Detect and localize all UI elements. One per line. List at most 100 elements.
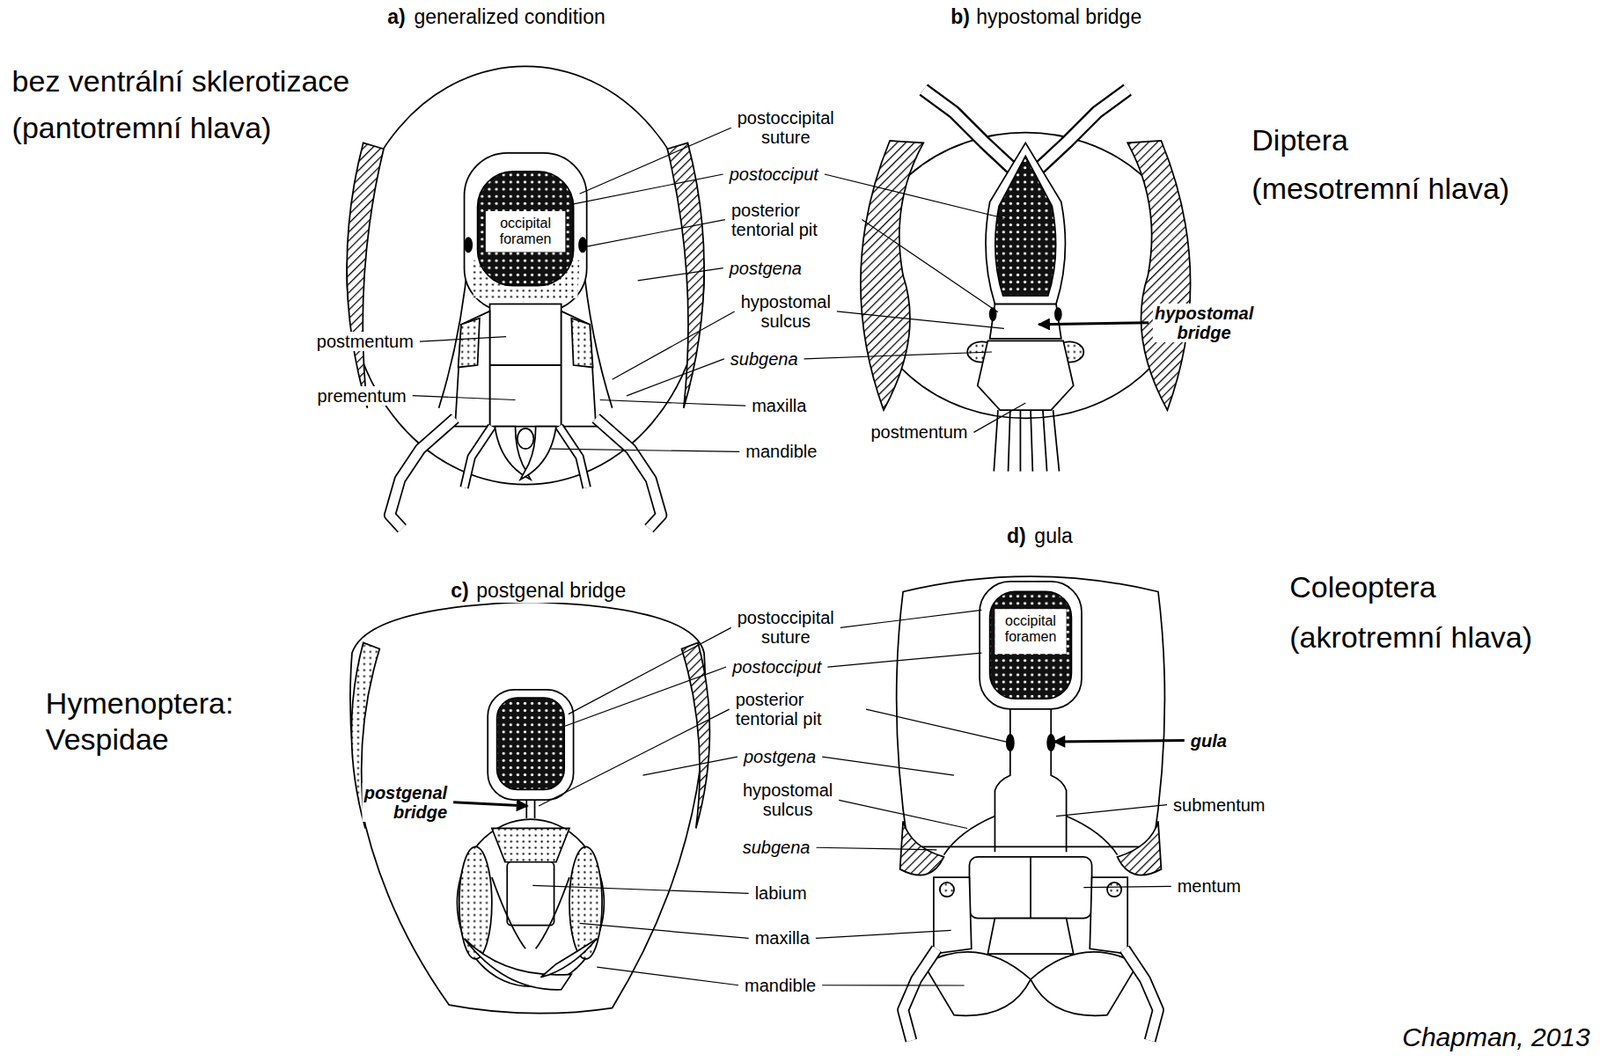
structure-label: gula <box>1188 731 1229 751</box>
head-coleoptera-part <box>1089 877 1128 955</box>
head-coleoptera-part <box>933 877 972 955</box>
head-diptera-part <box>860 140 924 411</box>
leader-line <box>816 847 938 851</box>
part-label: hypostomal sulcus <box>739 292 833 331</box>
head-generalized-part <box>389 418 456 529</box>
head-coleoptera-part <box>939 882 955 897</box>
leader-line <box>550 448 740 452</box>
head-coleoptera-part <box>990 591 1072 699</box>
leader-line <box>579 923 749 939</box>
head-generalized-part <box>464 426 492 489</box>
head-coleoptera-part <box>902 948 937 1041</box>
head-vespidae-part <box>491 877 570 949</box>
head-generalized-part <box>595 418 661 529</box>
head-vespidae-part <box>459 846 492 960</box>
panel-letter: a) <box>385 6 407 29</box>
leader-line <box>638 268 724 281</box>
head-diptera <box>860 89 1191 472</box>
leader-line <box>564 667 727 727</box>
part-label: postocciput <box>730 657 823 677</box>
part-label: maxilla <box>749 396 808 416</box>
head-diptera-part <box>862 132 1189 419</box>
leader-line <box>836 311 1005 329</box>
head-generalized-part <box>464 426 492 489</box>
part-label: subgena <box>741 837 813 858</box>
leader-line <box>532 885 749 894</box>
panel-letter: d) <box>1005 525 1028 548</box>
head-generalized-part <box>485 211 566 252</box>
head-vespidae-part <box>456 819 604 987</box>
leader-line <box>840 609 983 628</box>
head-vespidae-part <box>682 642 711 829</box>
leader-line <box>1083 886 1171 888</box>
head-diptera-part <box>985 142 1065 304</box>
head-generalized-part <box>579 237 587 252</box>
head-coleoptera-part <box>923 952 1031 1017</box>
structure-label: hypostomal bridge <box>1152 303 1256 343</box>
head-coleoptera-part <box>1047 734 1055 752</box>
panel-title: hypostomal bridge <box>974 6 1144 29</box>
part-label: occipital foramen <box>498 215 554 247</box>
leader-line <box>584 220 726 248</box>
leader-line <box>573 174 724 205</box>
leader-line <box>596 967 739 986</box>
head-generalized-part <box>490 365 562 427</box>
taxon-note: (pantotremní hlava) <box>10 111 274 145</box>
head-vespidae-part <box>506 862 554 926</box>
part-label: subgena <box>728 349 800 369</box>
taxon-note: bez ventrální sklerotizace <box>10 65 353 98</box>
leader-line <box>412 396 516 401</box>
head-vespidae-part <box>541 939 598 978</box>
head-generalized-part <box>346 142 384 408</box>
head-coleoptera-part <box>968 857 1092 919</box>
leader-line <box>822 984 964 986</box>
citation: Chapman, 2013 <box>1400 1022 1593 1052</box>
head-coleoptera-part <box>1050 709 1066 852</box>
part-label: posterior tentorial pit <box>729 200 858 240</box>
leader-line <box>866 709 1011 743</box>
part-label: mentum <box>1175 876 1243 896</box>
leader-line <box>612 311 735 380</box>
leader-line <box>1056 805 1167 817</box>
panel-letter: b) <box>948 6 972 29</box>
head-coleoptera-part <box>943 816 1117 856</box>
head-coleoptera-part <box>994 609 1066 654</box>
taxon-note: (akrotremní hlava) <box>1287 621 1534 654</box>
head-diptera-part <box>923 89 1015 172</box>
head-vespidae-part <box>526 800 535 819</box>
head-generalized-part <box>558 426 587 489</box>
head-generalized-part <box>477 171 574 287</box>
head-coleoptera-part <box>902 948 937 1041</box>
part-label: posterior tentorial pit <box>733 689 862 729</box>
head-vespidae <box>350 601 710 1014</box>
taxon-note: (mesotremní hlava) <box>1249 172 1512 206</box>
part-label: maxilla <box>753 928 812 948</box>
head-coleoptera <box>896 576 1166 1042</box>
head-coleoptera-part <box>1030 952 1138 1017</box>
part-label: mandible <box>742 976 818 996</box>
part-label: postmentum <box>315 331 416 352</box>
taxon-note: Hymenoptera: <box>44 687 236 720</box>
head-coleoptera-part <box>1117 821 1162 875</box>
part-label: labium <box>753 883 809 903</box>
head-coleoptera-part <box>900 821 945 875</box>
head-vespidae-part <box>497 697 566 790</box>
head-vespidae-part <box>487 689 573 800</box>
leader-line <box>642 756 737 776</box>
head-generalized-part <box>490 304 562 367</box>
head-coleoptera-part <box>896 576 1166 847</box>
structure-arrow <box>453 802 528 807</box>
part-label: postoccipital suture <box>735 608 837 647</box>
head-coleoptera-part <box>1124 948 1159 1041</box>
head-vespidae-part <box>569 846 602 960</box>
head-diptera-part <box>1127 140 1190 411</box>
leader-line <box>815 930 952 939</box>
part-label: prementum <box>315 386 409 406</box>
panel-title: gula <box>1032 525 1074 548</box>
structure-label: postgenal bridge <box>362 783 449 823</box>
head-coleoptera-part <box>979 581 1082 710</box>
head-generalized-part <box>595 418 661 529</box>
part-label: postgena <box>727 258 804 279</box>
